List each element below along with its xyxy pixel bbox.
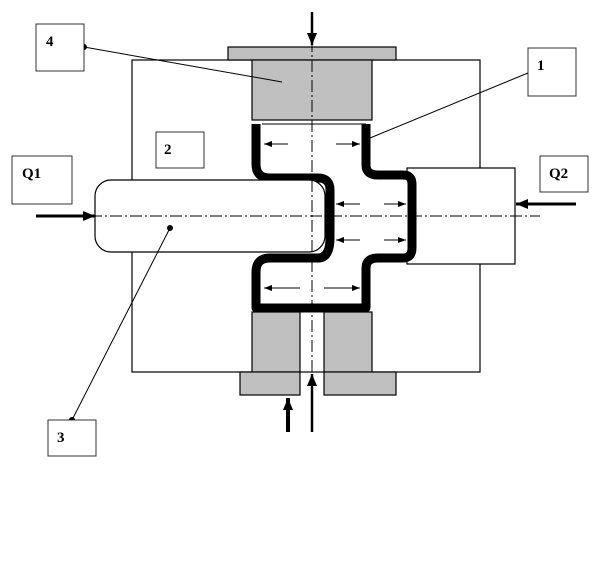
bottom-punch-right bbox=[323, 311, 373, 373]
label-box-3 bbox=[47, 419, 97, 457]
label-part-1: 1 bbox=[537, 58, 545, 74]
leader-line-4 bbox=[83, 46, 283, 83]
label-box-q1 bbox=[11, 155, 73, 205]
label-part-4: 4 bbox=[46, 34, 54, 50]
bottom-plate-right bbox=[323, 371, 397, 396]
leader-line-3 bbox=[71, 227, 171, 421]
label-box-2 bbox=[155, 131, 205, 169]
label-q2: Q2 bbox=[549, 166, 568, 182]
label-box-1 bbox=[527, 47, 577, 97]
label-box-4 bbox=[35, 23, 85, 72]
label-part-3: 3 bbox=[57, 430, 65, 446]
tube-inner-cavity bbox=[262, 123, 366, 309]
bottom-punch-left bbox=[251, 311, 301, 373]
label-q1: Q1 bbox=[22, 166, 41, 182]
label-box-q2 bbox=[539, 155, 589, 193]
leader-line-1 bbox=[369, 72, 529, 139]
leader-dot-3-top bbox=[167, 225, 173, 231]
bottom-plate-left bbox=[239, 371, 301, 396]
label-part-2: 2 bbox=[164, 142, 172, 158]
